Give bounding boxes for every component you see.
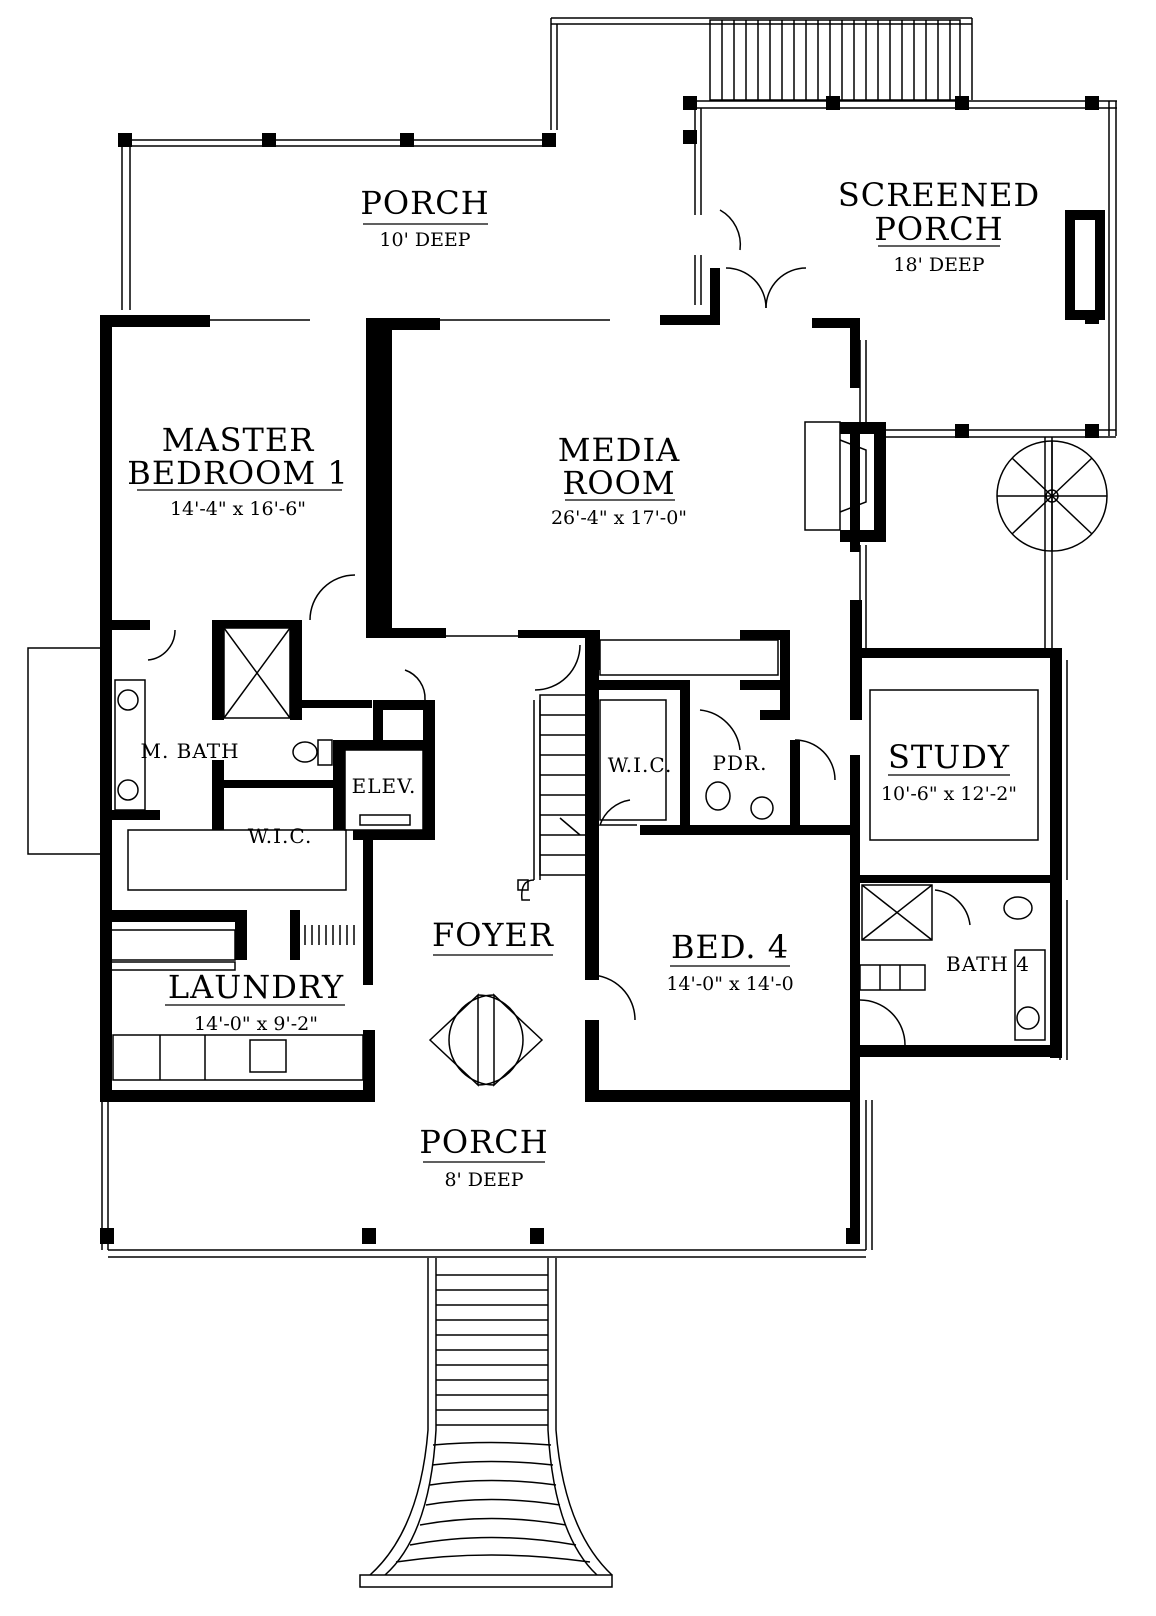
screened-porch-dim: 18' DEEP <box>893 254 984 276</box>
wic-center-name: W.I.C. <box>608 753 673 777</box>
m-bath-name: M. BATH <box>140 739 239 763</box>
bed4-dim: 14'-0" x 14'-0 <box>666 973 793 995</box>
interior-stair <box>517 694 589 901</box>
porch-front-name: PORCH <box>419 1123 548 1161</box>
master-bedroom-name-1: MASTER <box>162 421 315 459</box>
master-bedroom-name-2: BEDROOM 1 <box>127 454 348 492</box>
master-bedroom-dim: 14'-4" x 16'-6" <box>170 498 306 520</box>
screened-porch-name-1: SCREENED <box>838 176 1040 214</box>
foyer-name: FOYER <box>432 916 554 954</box>
bed4-name: BED. 4 <box>671 928 789 966</box>
media-room-name-2: ROOM <box>562 464 675 502</box>
media-room-name-1: MEDIA <box>558 431 681 469</box>
porch-front-dim: 8' DEEP <box>444 1169 523 1191</box>
media-room-dim: 26'-4" x 17'-0" <box>551 507 687 529</box>
porch-rear-dim: 10' DEEP <box>379 229 470 251</box>
study-dim: 10'-6" x 12'-2" <box>881 783 1017 805</box>
room-labels: PORCH 10' DEEP SCREENED PORCH 18' DEEP M… <box>127 176 1040 1191</box>
porch-rear-name: PORCH <box>360 184 489 222</box>
laundry-name: LAUNDRY <box>168 968 344 1006</box>
spiral-stair <box>996 440 1108 552</box>
front-stair <box>359 1258 613 1588</box>
walls <box>100 96 1105 1244</box>
study-name: STUDY <box>888 738 1010 776</box>
wic-master-name: W.I.C. <box>248 824 313 848</box>
pdr-name: PDR. <box>713 751 768 775</box>
elev-name: ELEV. <box>352 774 417 798</box>
laundry-dim: 14'-0" x 9'-2" <box>194 1013 318 1035</box>
rear-stair <box>709 19 961 101</box>
label-underlines <box>137 223 1010 1163</box>
bath4-name: BATH 4 <box>946 952 1030 976</box>
fixtures <box>109 209 1046 1087</box>
screened-porch-name-2: PORCH <box>874 210 1003 248</box>
